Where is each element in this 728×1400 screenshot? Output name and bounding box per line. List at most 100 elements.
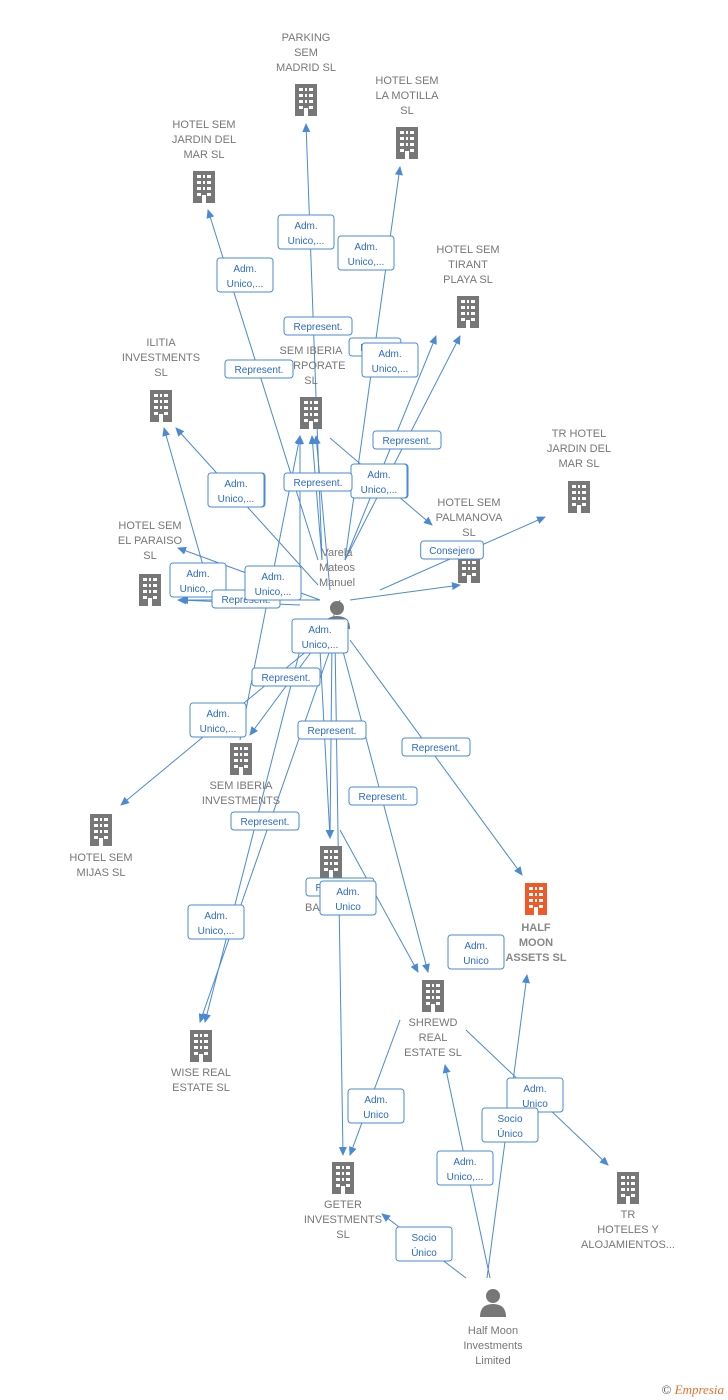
edge-label-19[interactable]: Represent.: [401, 737, 471, 757]
building-icon: [568, 481, 590, 513]
edge-varela-to-seminv: [249, 639, 321, 736]
edge-label-11[interactable]: Adm.Unico,...: [169, 562, 227, 598]
node-label: MIJAS SL: [77, 867, 126, 879]
node-label: PARKING: [282, 32, 331, 44]
edge-label-25[interactable]: Adm.Unico: [447, 934, 505, 970]
edge-label-text: Adm.: [186, 569, 209, 580]
edge-label-2[interactable]: Adm.Unico,...: [216, 257, 274, 293]
node-label: MOON: [519, 937, 553, 949]
node-label: TR HOTEL: [552, 428, 606, 440]
edge-label-29[interactable]: Adm.Unico,...: [436, 1150, 494, 1186]
edge-label-text: Adm.: [354, 242, 377, 253]
company-node-mijas[interactable]: HOTEL SEM MIJAS SL: [69, 814, 133, 879]
edge-label-text: Adm.: [261, 572, 284, 583]
edge-label-21[interactable]: Represent.: [230, 811, 300, 831]
edge-label-15[interactable]: Adm.Unico,...: [207, 472, 265, 508]
edge-label-16[interactable]: Represent.: [251, 667, 321, 687]
node-label: GETER: [324, 1199, 362, 1211]
edge-label-box: [348, 786, 418, 806]
edge-label-box: [291, 618, 349, 654]
edge-label-text: Adm.: [523, 1084, 546, 1095]
edge-label-box: [347, 1088, 405, 1124]
node-label: INVESTMENTS: [304, 1214, 382, 1226]
brand-logo: Empresia: [674, 1382, 724, 1397]
node-label: REAL: [419, 1032, 448, 1044]
node-label: SL: [400, 105, 413, 117]
edge-label-box: [481, 1107, 539, 1143]
edge-label-31[interactable]: Adm.Unico,...: [244, 565, 302, 601]
edge-label-5[interactable]: Represent.: [283, 316, 353, 336]
edge-label-4[interactable]: Adm.Unico,...: [361, 342, 419, 378]
edge-label-box: [277, 214, 335, 250]
node-label: HOTELES Y: [597, 1224, 659, 1236]
edge-label-text: Unico,...: [348, 257, 385, 268]
edge-varela-to-parking: [302, 123, 323, 561]
edge-label-13[interactable]: Represent.: [283, 472, 353, 492]
edge-label-text: Represent.: [241, 817, 290, 828]
edge-label-8[interactable]: Represent.: [372, 430, 442, 450]
edge-label-18[interactable]: Represent.: [297, 720, 367, 740]
edge-label-text: Adm.: [294, 221, 317, 232]
edge-label-text: Adm.: [224, 479, 247, 490]
building-icon: [457, 296, 479, 328]
node-label: HOTEL SEM: [118, 520, 181, 532]
node-label: PLAYA SL: [443, 274, 493, 286]
edge-label-0[interactable]: Adm.Unico,...: [277, 214, 335, 250]
edge-label-27[interactable]: Adm.Unico: [506, 1077, 564, 1113]
node-label: Investments: [463, 1340, 523, 1352]
building-icon: [230, 743, 252, 775]
edge-label-6[interactable]: Represent.: [224, 359, 294, 379]
node-label: ILITIA: [146, 337, 176, 349]
edge-label-9[interactable]: Adm.Unico,...: [350, 463, 408, 499]
building-icon: [90, 814, 112, 846]
edge-label-10[interactable]: Consejero: [420, 540, 484, 560]
building-icon: [332, 1162, 354, 1194]
building-icon: [300, 397, 322, 429]
edge-label-22[interactable]: Adm.Unico,...: [187, 904, 245, 940]
edge-label-text: Unico,...: [372, 364, 409, 375]
edge-label-box: [401, 737, 471, 757]
edge-label-text: Adm.: [367, 470, 390, 481]
edge-label-box: [420, 540, 484, 560]
node-label: HOTEL SEM: [172, 119, 235, 131]
edge-label-text: Represent.: [294, 322, 343, 333]
edge-label-24[interactable]: Adm.Unico: [319, 880, 377, 916]
node-label: WISE REAL: [171, 1067, 231, 1079]
footer-brand: © Empresia: [662, 1382, 725, 1398]
edge-label-17[interactable]: Adm.Unico,...: [189, 702, 247, 738]
edge-label-26[interactable]: Adm.Unico: [347, 1088, 405, 1124]
node-label: PALMANOVA: [436, 512, 503, 524]
edge-varela-to-palmanova: [349, 582, 461, 601]
edge-label-box: [189, 702, 247, 738]
edge-label-32[interactable]: Adm.Unico,...: [291, 618, 349, 654]
edge-label-20[interactable]: Represent.: [348, 786, 418, 806]
node-label: HOTEL SEM: [69, 852, 132, 864]
edge-label-1[interactable]: Adm. Unico,...: [337, 235, 395, 271]
edge-label-box: [224, 359, 294, 379]
building-icon: [422, 980, 444, 1012]
node-label: INVESTMENTS: [202, 795, 280, 807]
edge-label-box: [436, 1150, 494, 1186]
node-label: MAR SL: [184, 149, 225, 161]
building-icon: [190, 1030, 212, 1062]
